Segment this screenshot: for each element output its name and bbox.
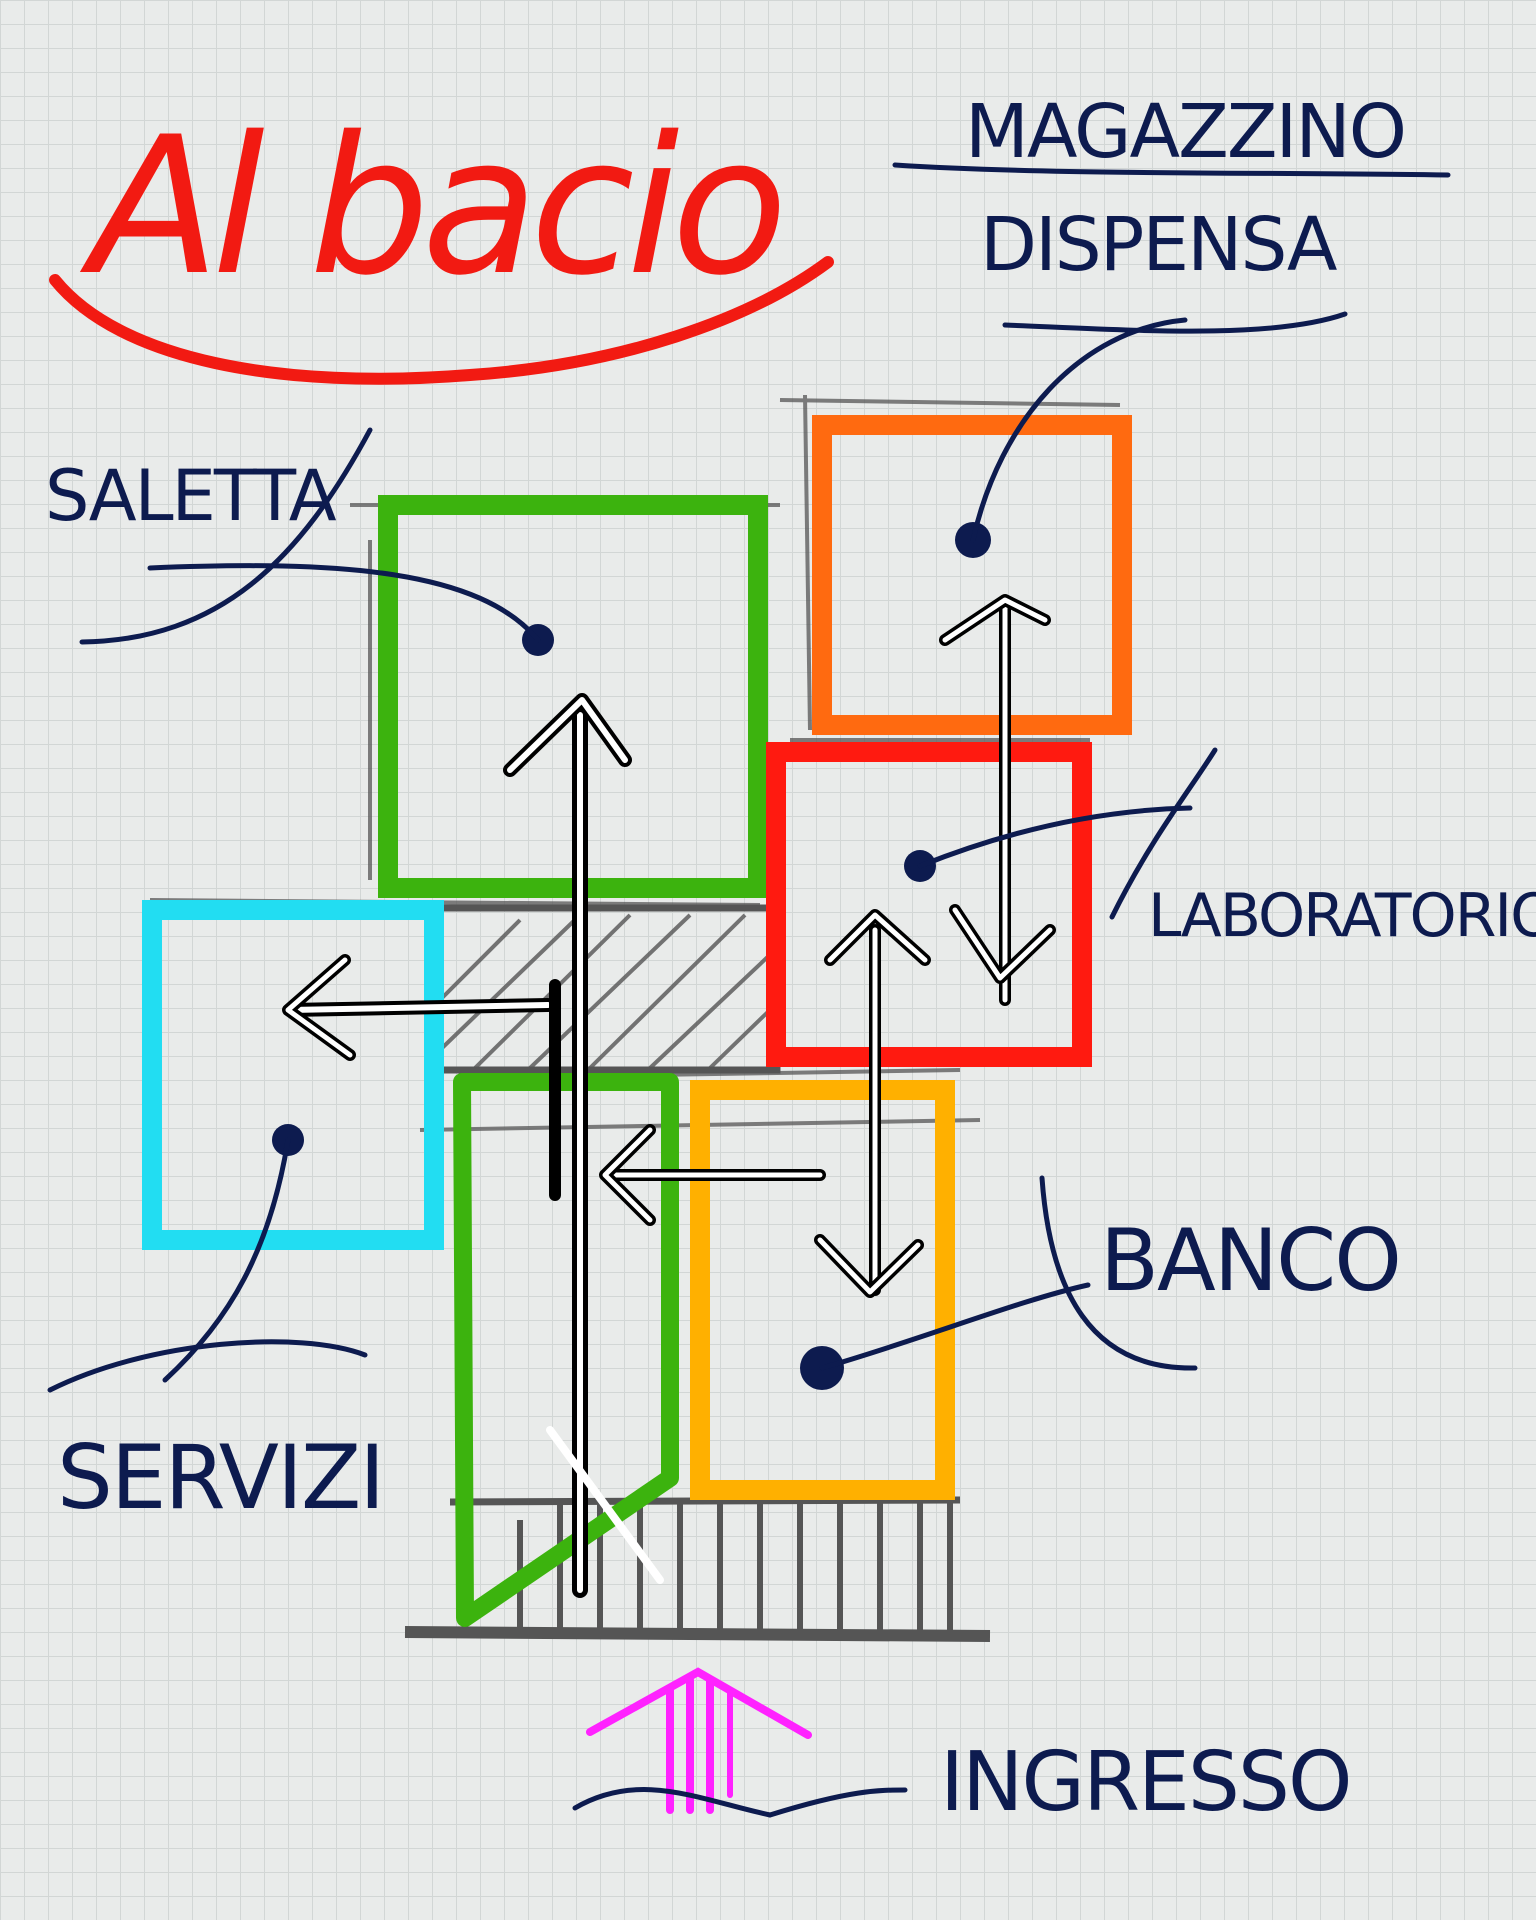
title-underline	[49, 256, 834, 385]
laboratorio-leader	[917, 805, 1193, 869]
label-servizi: SERVIZI	[57, 1426, 383, 1529]
label-dispensa: DISPENSA	[980, 202, 1338, 288]
servizi-leader	[162, 1137, 291, 1383]
label-magazzino: MAGAZZINO	[965, 89, 1405, 175]
banco-leader	[819, 1282, 1091, 1371]
entrance-area	[404, 1496, 991, 1642]
label-banco: BANCO	[1100, 1211, 1400, 1311]
room-banco	[690, 1080, 955, 1500]
flow-arrows	[282, 594, 1056, 1598]
room-magazzino-dispensa	[812, 415, 1132, 735]
title: Al bacio	[79, 96, 780, 317]
label-ingresso: INGRESSO	[940, 1735, 1351, 1830]
saletta-leader	[147, 563, 541, 643]
label-laboratorio: LABORATORIO	[1148, 881, 1536, 951]
label-saletta: SALETTA	[45, 455, 337, 537]
room-laboratorio	[766, 742, 1092, 1067]
corridor-hatched	[428, 904, 781, 1074]
room-hall	[453, 1073, 679, 1627]
room-servizi	[142, 900, 444, 1250]
ingresso-leader	[572, 1787, 908, 1818]
